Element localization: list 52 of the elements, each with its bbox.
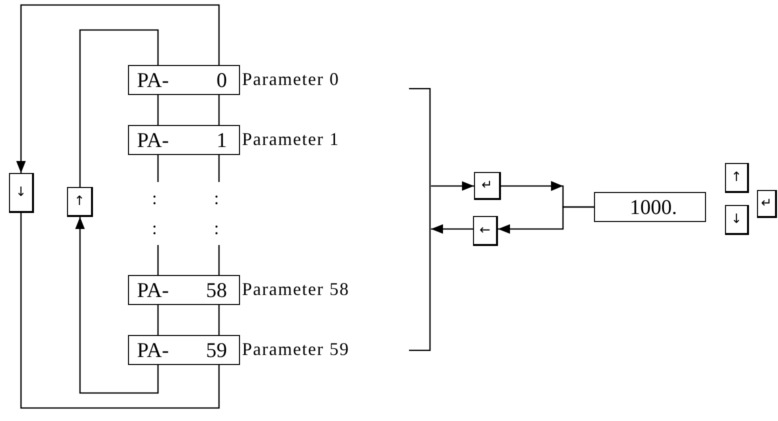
arrow — [498, 206, 594, 234]
parameter-number: 58 — [206, 278, 227, 302]
parameter-box — [128, 335, 240, 365]
arrow — [431, 224, 473, 234]
ellipsis-dots: : — [214, 189, 220, 207]
arrow — [431, 181, 474, 191]
connector-line — [218, 95, 220, 125]
parameter-name: Parameter 59 — [242, 339, 350, 360]
key-symbol: ↓ — [16, 185, 26, 200]
key-symbol: ↑ — [731, 170, 742, 185]
key-symbol: ↵ — [761, 196, 772, 211]
parameter-code: PA- — [137, 128, 169, 152]
parameter-name: Parameter 1 — [242, 129, 340, 150]
key-button — [757, 190, 777, 218]
connector-line — [157, 155, 159, 182]
connector-line — [157, 95, 159, 125]
key-button — [9, 173, 34, 213]
ellipsis-dots: : — [152, 219, 158, 237]
parameter-box — [128, 125, 240, 155]
ellipsis-dots: : — [214, 219, 220, 237]
connector-line — [157, 245, 159, 275]
key-symbol: ↓ — [731, 212, 742, 227]
key-button — [473, 216, 498, 246]
parameter-code: PA- — [137, 278, 169, 302]
parameter-number: 0 — [216, 68, 227, 92]
display-value: 1000. — [630, 194, 677, 220]
parameter-number: 1 — [216, 128, 227, 152]
arrow — [75, 217, 159, 394]
connector-line — [79, 29, 159, 187]
ellipsis-dots: : — [152, 189, 158, 207]
key-button — [725, 205, 749, 235]
value-display — [594, 192, 706, 222]
arrow — [16, 4, 220, 173]
parameter-name: Parameter 0 — [242, 69, 340, 90]
connector-line — [20, 213, 220, 409]
key-button — [67, 187, 93, 217]
parameter-code: PA- — [137, 338, 169, 362]
parameter-number: 59 — [206, 338, 227, 362]
key-button — [474, 172, 501, 200]
key-symbol: ↵ — [482, 178, 492, 193]
key-button — [725, 163, 749, 193]
parameter-box — [128, 65, 240, 95]
key-symbol: ↑ — [74, 194, 85, 209]
key-symbol: ← — [480, 223, 490, 238]
connector-line — [157, 305, 159, 335]
parameter-code: PA- — [137, 68, 169, 92]
parameter-box — [128, 275, 240, 305]
connector-line — [218, 305, 220, 335]
connector-line — [218, 245, 220, 275]
bracket — [409, 88, 431, 351]
connector-line — [218, 155, 220, 182]
parameter-name: Parameter 58 — [242, 279, 350, 300]
